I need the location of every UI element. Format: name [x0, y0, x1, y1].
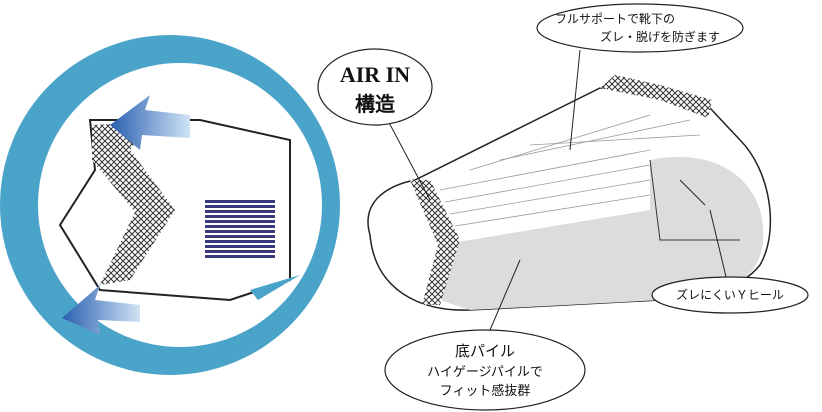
air-in-subtitle: 構造: [355, 92, 395, 116]
air-in-closeup: [0, 35, 340, 375]
sole-pile-title: 底パイル: [454, 342, 515, 360]
air-in-title: AIR IN: [339, 62, 411, 87]
support-label-line1: フルサポートで靴下の: [555, 12, 676, 26]
sole-pile-line2: フィット感抜群: [439, 384, 531, 399]
y-heel-label: ズレにくいＹヒール: [676, 288, 784, 302]
arrow-in-icon: [110, 95, 190, 150]
callout-ellipses: [317, 3, 809, 411]
sole-pile-line1: ハイゲージパイルで: [427, 365, 543, 380]
sock-illustration: [367, 49, 772, 331]
support-label-line2: ズレ・脱げを防ぎます: [600, 30, 721, 44]
arrow-out-icon: [62, 285, 140, 335]
